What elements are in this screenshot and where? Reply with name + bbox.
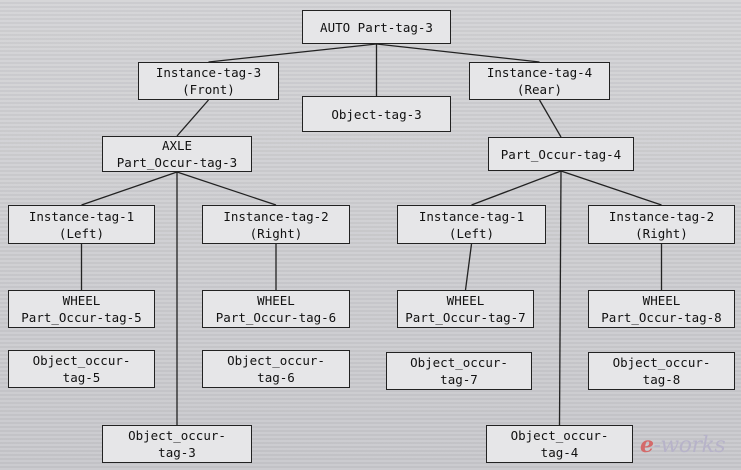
node-object-occur-tag-8: Object_occur-tag-8 [588, 352, 735, 390]
connector-axle-inst2_right_a [176, 171, 277, 206]
node-object-occur-tag-6: Object_occur-tag-6 [202, 350, 350, 388]
node-wheel-part-occur-tag-6: WHEEL Part_Occur-tag-6 [202, 290, 350, 328]
node-instance-tag-1-left-b: Instance-tag-1(Left) [397, 205, 546, 244]
node-text-line: Instance-tag-1 [418, 208, 525, 224]
node-text-line: WHEEL [642, 293, 681, 308]
node-instance-tag-2-right-a: Instance-tag-2(Right) [202, 205, 350, 244]
node-text-line: Object_occur- [410, 355, 508, 370]
node-object-occur-tag-4: Object_occur-tag-4 [486, 425, 633, 463]
node-text-line: Object_occur- [227, 353, 325, 368]
node-text-line: Part_Occur-tag-6 [215, 310, 337, 325]
node-text-line: Part_Occur-tag-5 [21, 310, 142, 325]
node-object-occur-tag-5: Object_occur-tag-5 [8, 350, 155, 388]
node-text-line: tag-4 [540, 445, 579, 460]
connector-auto-inst3 [208, 43, 377, 63]
node-wheel-part-occur-tag-7: WHEEL Part_Occur-tag-7 [397, 290, 534, 328]
node-text-line: Part_Occur-tag-3 [116, 155, 238, 170]
node-text-line: (Left) [58, 225, 105, 241]
node-text-line: tag-3 [158, 445, 196, 460]
connector-pocc4-inst1_left_b [471, 170, 562, 206]
node-axle-part-occur-tag-3: AXLE Part_Occur-tag-3 [102, 136, 252, 172]
connector-inst1_left_b-wheel7 [464, 243, 473, 291]
node-wheel-part-occur-tag-8: WHEEL Part_Occur-tag-8 [588, 290, 735, 328]
node-text-line: Part_Occur-tag-8 [601, 310, 722, 325]
node-text-line: tag-5 [62, 370, 101, 385]
node-text-line: Part_Occur-tag-4 [500, 146, 622, 162]
node-text-line: WHEEL [62, 293, 101, 308]
node-text-line: (Left) [448, 225, 495, 241]
node-text-line: (Rear) [516, 82, 563, 97]
e-works-logo: e-works [640, 432, 726, 458]
node-text-line: tag-7 [440, 372, 478, 387]
node-text-line: Part_Occur-tag-7 [405, 310, 526, 325]
node-text-line: AXLE [161, 138, 193, 153]
node-instance-tag-3-front: Instance-tag-3 (Front) [138, 62, 279, 100]
node-text-line: Instance-tag-2 [223, 208, 329, 224]
connector-inst4-pocc4 [538, 99, 562, 138]
node-text-line: Object_occur- [612, 355, 711, 370]
node-wheel-part-occur-tag-5: WHEEL Part_Occur-tag-5 [8, 290, 155, 328]
node-object-tag-3: Object-tag-3 [302, 96, 451, 132]
node-text-line: Object-tag-3 [331, 106, 422, 122]
node-text-line: WHEEL [446, 293, 485, 308]
node-text-line: WHEEL [257, 293, 295, 308]
connector-inst3-axle [176, 99, 209, 137]
node-text-line: Object_occur- [510, 428, 609, 443]
node-text-line: tag-6 [257, 370, 295, 385]
node-text-line: AUTO Part-tag-3 [320, 19, 433, 35]
node-text-line: Instance-tag-2 [608, 208, 715, 224]
connector-pocc4-inst2_right_b [560, 170, 662, 206]
node-text-line: (Front) [182, 82, 235, 97]
node-text-line: Object_occur- [128, 428, 226, 443]
logo-rest: -works [653, 433, 726, 458]
logo-e: e [640, 432, 654, 458]
node-text-line: Object_occur- [32, 353, 131, 368]
node-object-occur-tag-3: Object_occur-tag-3 [102, 425, 252, 463]
node-instance-tag-1-left-a: Instance-tag-1(Left) [8, 205, 155, 244]
connector-auto-inst4 [376, 43, 540, 63]
node-text-line: (Right) [249, 225, 303, 241]
node-text-line: Instance-tag-1 [28, 208, 135, 224]
connector-pocc4-oocc4 [558, 170, 562, 426]
node-auto-part-tag-3: AUTO Part-tag-3 [302, 10, 451, 44]
node-text-line: Instance-tag-4 [486, 65, 593, 80]
node-part-occur-tag-4: Part_Occur-tag-4 [488, 137, 634, 171]
node-object-occur-tag-7: Object_occur-tag-7 [386, 352, 532, 390]
node-instance-tag-4-rear: Instance-tag-4 (Rear) [469, 62, 610, 100]
node-text-line: tag-8 [642, 372, 681, 387]
node-text-line: (Right) [635, 225, 688, 241]
node-text-line: Instance-tag-3 [155, 65, 262, 80]
connector-axle-inst1_left_a [81, 171, 178, 206]
node-instance-tag-2-right-b: Instance-tag-2(Right) [588, 205, 735, 244]
